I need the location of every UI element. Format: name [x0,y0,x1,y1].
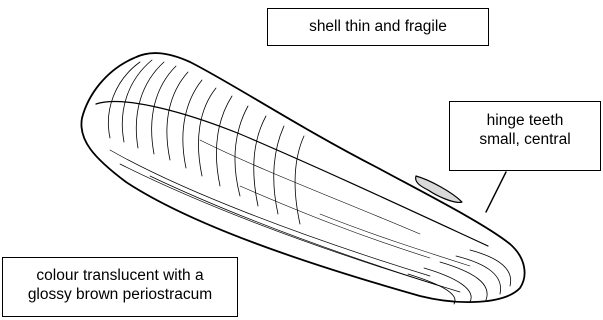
label-hinge-teeth-line1: hinge teeth [450,111,600,130]
growth-line [167,72,188,160]
growth-line [198,88,216,176]
hinge-pointer-line [486,172,506,212]
growth-line [216,96,232,186]
label-colour-line1: colour translucent with a [3,266,237,285]
striation [320,214,470,266]
anterior-line [440,262,487,300]
growth-line [136,62,164,148]
label-shell-fragile: shell thin and fragile [267,8,489,46]
striation [200,140,420,234]
label-shell-fragile-text: shell thin and fragile [268,17,488,36]
label-colour-line2: glossy brown periostracum [3,285,237,304]
shell-ridge [96,102,488,246]
anterior-line [470,250,511,286]
growth-line [152,66,176,154]
hinge-tooth [416,176,462,202]
growth-line [235,106,248,196]
label-hinge-teeth: hinge teeth small, central [449,101,601,171]
anterior-line [456,256,501,294]
label-colour: colour translucent with a glossy brown p… [2,257,238,317]
growth-line [108,62,140,138]
anterior-line [424,268,471,302]
label-hinge-teeth-line2: small, central [450,130,600,149]
growth-line [122,60,152,142]
